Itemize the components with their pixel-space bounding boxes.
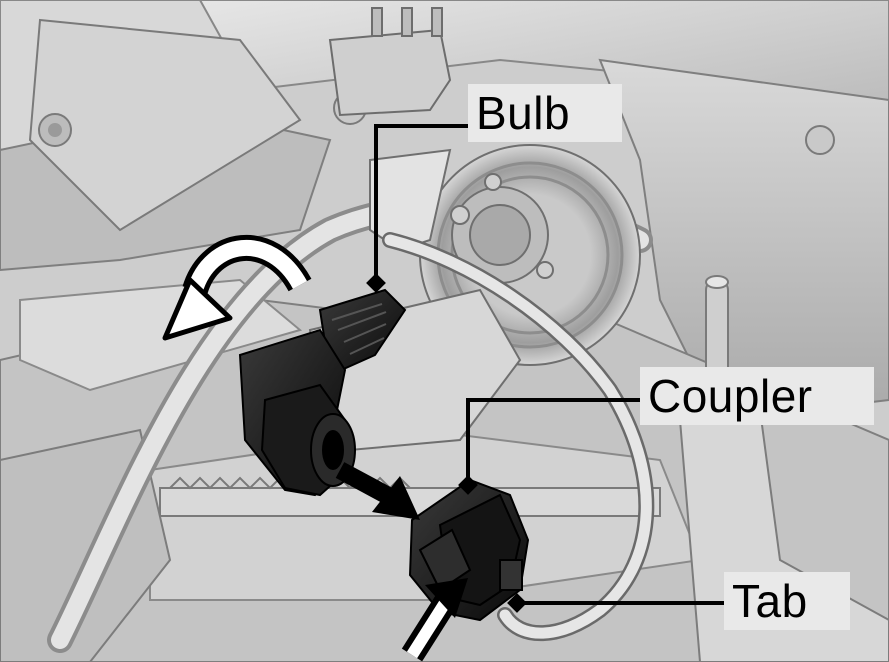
bulb-label: Bulb bbox=[468, 84, 622, 142]
press-tab-arrow bbox=[401, 578, 468, 662]
insert-arrow bbox=[335, 462, 420, 520]
rotate-arrow bbox=[162, 235, 312, 341]
bulb-leader bbox=[366, 124, 468, 293]
coupler-label: Coupler bbox=[640, 367, 874, 425]
wiring-harness bbox=[382, 232, 655, 642]
callout-leaders bbox=[366, 124, 724, 613]
coupler-leader bbox=[458, 398, 640, 495]
bulb-shape bbox=[238, 288, 407, 497]
tab-label: Tab bbox=[724, 572, 850, 630]
